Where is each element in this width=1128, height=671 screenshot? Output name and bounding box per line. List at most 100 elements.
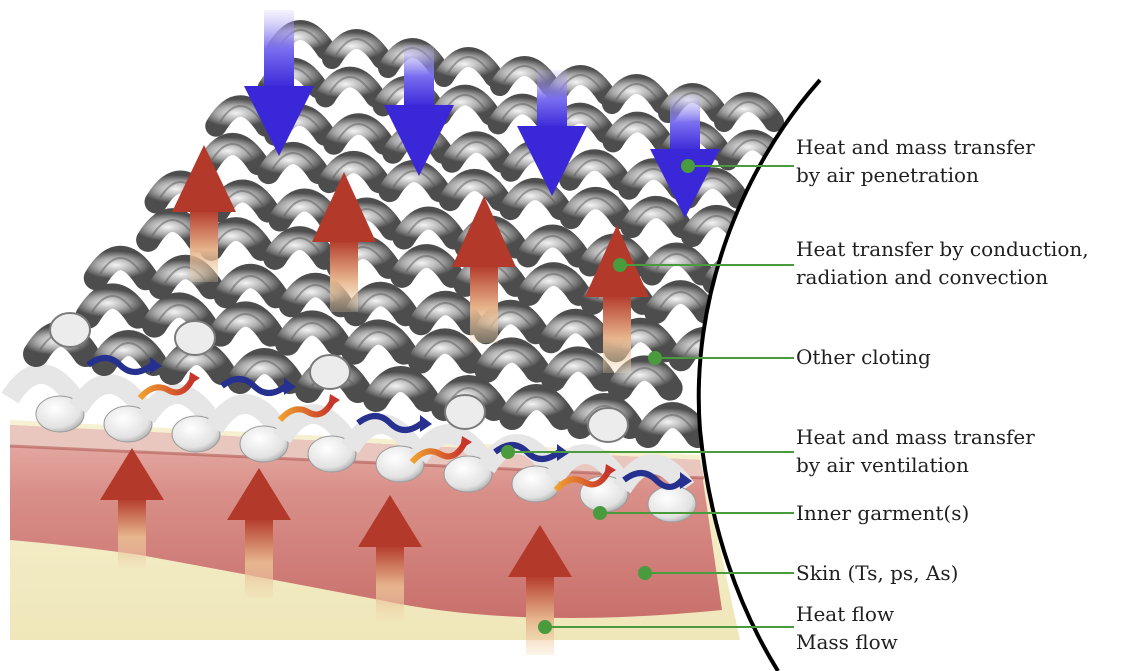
- leader-line-skin: [638, 566, 794, 580]
- outer-yarn-shadow: [531, 235, 575, 253]
- outer-yarn-end: [49, 312, 91, 348]
- outer-yarn-shadow: [229, 275, 273, 293]
- heat-flow-arrow: [358, 495, 422, 620]
- inner-yarn: [443, 455, 493, 493]
- outer-yarn-shadow: [157, 304, 202, 322]
- label-skin: Skin (Ts, ps, As): [796, 559, 958, 587]
- outer-yarn-end: [174, 320, 216, 356]
- air-penetration-arrow: [244, 10, 314, 156]
- outer-yarn-shadow: [214, 228, 259, 246]
- leader-lines: [501, 159, 794, 634]
- outer-yarn-shadow: [335, 38, 379, 56]
- outer-yarn-shadow: [513, 188, 558, 206]
- outer-yarn-end: [587, 407, 629, 443]
- outer-yarn-shadow: [453, 179, 497, 197]
- outer-yarn-shadow: [151, 219, 195, 237]
- outer-yarn-shadow: [424, 302, 468, 320]
- leader-line-inner-garment: [593, 506, 794, 520]
- body-outline-curve: [696, 78, 822, 671]
- outer-yarn-shadow: [407, 217, 451, 235]
- outer-yarn-shadow: [357, 331, 401, 349]
- inner-yarn-loop: [1, 364, 83, 405]
- label-air-penetration: Heat and mass transfer by air penetratio…: [796, 133, 1035, 189]
- outer-yarn-shadow: [224, 313, 268, 331]
- outer-yarn-shadow: [623, 367, 667, 385]
- heat-flow-arrow: [508, 525, 572, 655]
- outer-yarn-shadow: [423, 340, 468, 358]
- outer-yarn-shadow: [455, 141, 499, 159]
- label-inner-garment-line-1: Inner garment(s): [796, 501, 970, 525]
- outer-yarn-shadow: [392, 170, 437, 188]
- outer-yarn-shadow: [447, 56, 491, 74]
- label-conduction: Heat transfer by conduction, radiation a…: [796, 235, 1089, 291]
- label-air-ventilation-line-1: Heat and mass transfer: [796, 425, 1035, 449]
- outer-yarn-shadow: [359, 293, 403, 311]
- inner-yarn-loop: [69, 374, 151, 415]
- leader-line-air-penetration: [681, 159, 794, 173]
- outer-yarn-shadow: [515, 396, 559, 414]
- outer-yarn-shadow: [219, 105, 263, 123]
- outer-yarn-shadow: [615, 83, 659, 101]
- inner-yarn: [307, 435, 357, 473]
- inner-yarn: [239, 425, 289, 463]
- leader-line-air-ventilation: [501, 445, 794, 459]
- ventilation-arrow: [622, 470, 692, 490]
- label-conduction-line-1: Heat transfer by conduction,: [796, 237, 1089, 261]
- conduction-arrow: [172, 145, 236, 282]
- outer-yarn-shadow: [574, 197, 618, 215]
- heat-flow-arrow: [100, 448, 164, 568]
- outer-yarn-shadow: [278, 237, 322, 255]
- label-conduction-line-2: radiation and convection: [796, 265, 1049, 289]
- conduction-arrow: [312, 172, 376, 312]
- label-air-penetration-line-1: Heat and mass transfer: [796, 135, 1035, 159]
- leader-line-other-clothing: [648, 351, 794, 365]
- outer-yarn-shadow: [616, 121, 660, 139]
- outer-yarn-shadow: [332, 161, 376, 179]
- heat-flow-arrows: [100, 448, 572, 655]
- leader-line-conduction: [613, 258, 794, 272]
- conduction-arrow: [452, 196, 516, 343]
- ventilation-arrow: [356, 413, 472, 465]
- inner-yarn: [35, 395, 85, 433]
- outer-yarn-shadow: [283, 199, 327, 217]
- outer-yarn-shadow: [556, 358, 601, 376]
- inner-yarn-loop: [409, 424, 491, 465]
- outer-yarn-shadow: [490, 349, 534, 367]
- inner-yarn-loop: [205, 394, 287, 435]
- outer-yarn-shadow: [91, 295, 135, 313]
- inner-yarn: [647, 485, 697, 523]
- inner-yarn-loop: [273, 404, 355, 445]
- label-flows: Heat flow Mass flow: [796, 600, 898, 656]
- outer-yarn-shadow: [271, 152, 316, 170]
- inner-yarn: [171, 415, 221, 453]
- inner-yarn-loop: [341, 414, 423, 455]
- outer-yarn-shadow: [328, 76, 373, 94]
- air-penetration-arrow: [517, 70, 587, 196]
- label-other-clothing-line-1: Other cloting: [796, 345, 931, 369]
- outer-yarn-shadow: [405, 255, 449, 273]
- outer-yarn-shadow: [573, 159, 617, 177]
- inner-yarn: [103, 405, 153, 443]
- outer-yarn-shadow: [107, 342, 151, 360]
- outer-yarn-shadow: [379, 378, 423, 396]
- outer-yarn-shadow: [554, 320, 598, 338]
- outer-yarn-shadow: [634, 206, 679, 224]
- outer-yarn-shadow: [337, 123, 381, 141]
- inner-yarn: [375, 445, 425, 483]
- label-skin-line-1: Skin (Ts, ps, As): [796, 561, 959, 585]
- label-air-penetration-line-2: by air penetration: [796, 163, 979, 187]
- label-mass-flow: Mass flow: [796, 630, 898, 654]
- air-penetration-arrow: [384, 45, 454, 176]
- outer-yarn-shadow: [651, 414, 695, 432]
- label-heat-flow: Heat flow: [796, 602, 895, 626]
- label-other-clothing: Other cloting: [796, 343, 931, 371]
- outer-yarn-end: [444, 394, 486, 430]
- outer-yarn-shadow: [659, 291, 703, 309]
- body-outline-mask: [698, 0, 1128, 671]
- label-inner-garment: Inner garment(s): [796, 499, 969, 527]
- inner-yarn-loop: [137, 384, 219, 425]
- ventilation-arrows: [86, 355, 692, 493]
- outer-yarn-shadow: [99, 257, 143, 275]
- ventilation-arrow: [86, 355, 200, 401]
